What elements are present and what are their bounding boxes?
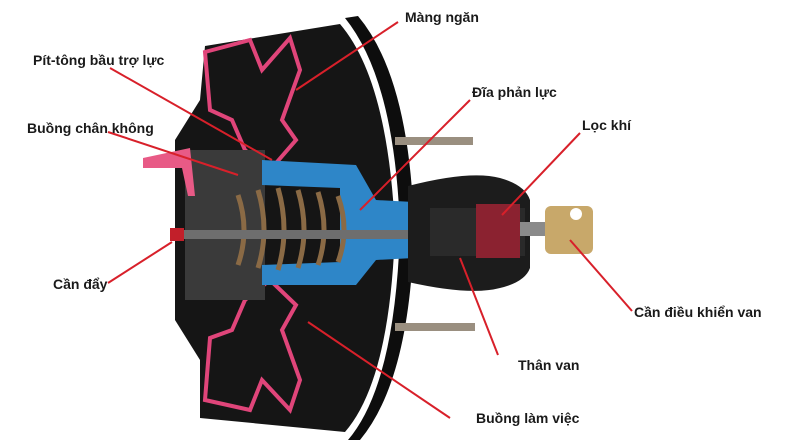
leader-loc-khi bbox=[501, 132, 581, 216]
leader-buong-lam-viec bbox=[307, 321, 451, 419]
leader-pit-tong bbox=[109, 67, 273, 161]
leader-can-day bbox=[107, 241, 173, 284]
label-mang-ngan: Màng ngăn bbox=[405, 9, 479, 25]
push-rod-tip bbox=[170, 228, 184, 241]
label-buong-lam-viec: Buồng làm việc bbox=[476, 410, 580, 426]
control-clevis bbox=[545, 206, 593, 254]
leader-mang-ngan bbox=[295, 21, 399, 91]
clevis-hole bbox=[570, 208, 582, 220]
label-can-day: Cần đẩy bbox=[53, 276, 108, 292]
label-loc-khi: Lọc khí bbox=[582, 117, 632, 133]
lower-stud bbox=[395, 323, 475, 331]
upper-stud bbox=[395, 137, 473, 145]
label-buong-chan-khong: Buồng chân không bbox=[27, 120, 154, 136]
push-rod-shaft bbox=[175, 230, 475, 239]
leader-than-van bbox=[459, 257, 499, 356]
leader-can-dieu-khien-van bbox=[569, 239, 633, 312]
leader-dia-phan-luc bbox=[359, 99, 471, 211]
booster-rear-rim bbox=[345, 16, 414, 440]
diaphragm-lower bbox=[202, 277, 303, 414]
label-can-dieu-khien-van: Cần điều khiển van bbox=[634, 304, 762, 320]
diaphragm-upper bbox=[202, 33, 303, 173]
leader-buong-chan-khong bbox=[107, 131, 239, 176]
label-than-van: Thân van bbox=[518, 357, 580, 373]
air-filter bbox=[476, 204, 520, 258]
vacuum-inlet bbox=[143, 148, 195, 196]
label-dia-phan-luc: Đĩa phản lực bbox=[472, 84, 557, 100]
label-pit-tong: Pít-tông bầu trợ lực bbox=[33, 52, 165, 68]
control-rod bbox=[520, 222, 550, 236]
vacuum-chamber bbox=[185, 150, 265, 300]
return-spring bbox=[235, 187, 347, 271]
